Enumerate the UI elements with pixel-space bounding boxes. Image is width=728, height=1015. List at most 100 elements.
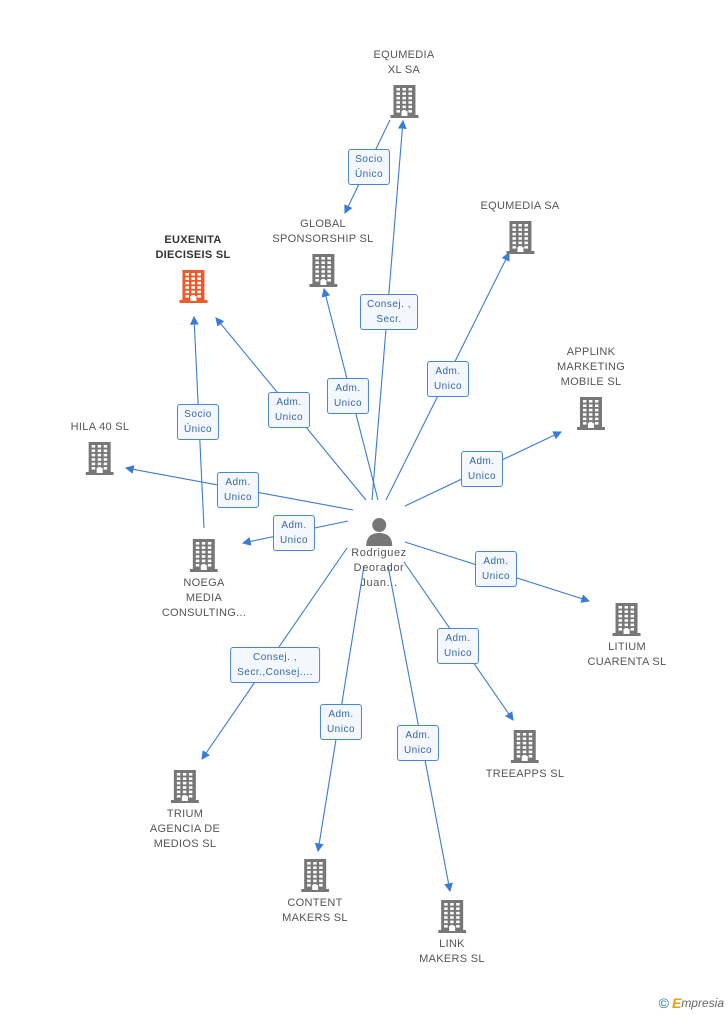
company-equmedia-sa[interactable]: EQUMEDIA SA <box>480 199 559 254</box>
company-label: MARKETING <box>556 361 626 373</box>
relation-tag-line: Secr.,Consej.... <box>237 667 313 678</box>
relation-tag[interactable]: Adm. Unico <box>319 704 363 740</box>
building-icon <box>419 899 485 933</box>
company-label: TRIUM <box>166 808 204 820</box>
company-euxenita[interactable]: EUXENITA DIECISEIS SL <box>155 233 230 303</box>
relation-tag-line: Unico <box>443 648 473 659</box>
building-icon <box>282 858 348 892</box>
company-noega[interactable]: NOEGA MEDIA CONSULTING... <box>162 538 246 621</box>
relation-tag-line: Adm. <box>281 520 307 531</box>
company-label: SPONSORSHIP SL <box>272 233 374 245</box>
relation-tag[interactable]: Socio Único <box>347 149 391 185</box>
relation-tag-line: Adm. <box>225 477 251 488</box>
relation-tag-line: Adm. <box>405 730 431 741</box>
relation-tag-line: Adm. <box>469 456 495 467</box>
company-label: EQUMEDIA <box>373 49 435 61</box>
relation-tag-line: Único <box>183 424 213 435</box>
building-icon <box>71 441 130 475</box>
company-applink[interactable]: APPLINK MARKETING MOBILE SL <box>557 345 625 430</box>
relation-tag[interactable]: Adm. Unico <box>460 451 504 487</box>
relation-tag-line: Adm. <box>335 383 361 394</box>
relation-tag[interactable]: Socio Único <box>176 404 220 440</box>
company-label: AGENCIA DE <box>149 823 221 835</box>
copyright-icon: © <box>658 995 669 1011</box>
company-label: EUXENITA <box>164 234 222 246</box>
relation-tag-line: Unico <box>326 724 356 735</box>
company-label: XL SA <box>387 64 421 76</box>
building-icon <box>588 602 667 636</box>
relation-tag-line: Unico <box>433 381 463 392</box>
relation-tag-line: Unico <box>467 471 497 482</box>
relation-tag-line: Unico <box>481 571 511 582</box>
building-icon <box>480 220 559 254</box>
person-node[interactable]: Rodriguez Deorador Juan... <box>351 516 407 591</box>
person-name-line-2: Deorador <box>353 562 405 574</box>
company-treeapps[interactable]: TREEAPPS SL <box>486 729 565 782</box>
relation-tag-line: Adm. <box>276 397 302 408</box>
relation-tag-line: Unico <box>223 492 253 503</box>
brand-name: mpresia <box>681 996 724 1010</box>
company-label: MEDIOS SL <box>153 838 217 850</box>
company-label: LINK <box>439 938 465 950</box>
relation-tag[interactable]: Adm. Unico <box>216 472 260 508</box>
company-label: GLOBAL <box>300 218 346 230</box>
person-name-line-1: Rodriguez <box>351 547 407 559</box>
building-icon <box>373 84 434 118</box>
building-icon <box>155 269 230 303</box>
company-label: CUARENTA SL <box>587 656 667 668</box>
building-icon <box>272 253 373 287</box>
building-icon <box>486 729 565 763</box>
relation-tag-line: Unico <box>279 535 309 546</box>
building-icon <box>162 538 246 572</box>
company-label: NOEGA <box>183 577 225 589</box>
relation-tag-line: Adm. <box>483 556 509 567</box>
relation-tag[interactable]: Adm. Unico <box>426 361 470 397</box>
person-icon <box>365 518 392 546</box>
relation-tag-line: Adm. <box>435 366 461 377</box>
relation-tag-line: Único <box>354 169 384 180</box>
relation-tag-line: Unico <box>403 745 433 756</box>
relation-tag-line: Consej. , <box>253 652 297 663</box>
company-global-sponsorship[interactable]: GLOBAL SPONSORSHIP SL <box>272 217 373 287</box>
company-content-makers[interactable]: CONTENT MAKERS SL <box>282 858 348 926</box>
relation-tag-line: Secr. <box>376 314 402 325</box>
relation-tag-line: Socio <box>355 154 383 165</box>
company-hila40[interactable]: HILA 40 SL <box>71 420 130 475</box>
relation-tag[interactable]: Adm. Unico <box>326 378 370 414</box>
relation-tag[interactable]: Consej. , Secr. <box>360 294 418 330</box>
company-label: LITIUM <box>608 641 646 653</box>
company-equmedia-xl[interactable]: EQUMEDIA XL SA <box>373 48 434 118</box>
company-label: DIECISEIS SL <box>155 249 231 261</box>
company-label: HILA 40 SL <box>70 421 130 433</box>
brand-initial: E <box>671 995 682 1011</box>
relation-tag-line: Consej. , <box>367 299 411 310</box>
company-label: MAKERS SL <box>282 912 348 924</box>
building-icon <box>150 769 220 803</box>
person-name-line-3: Juan... <box>360 577 398 589</box>
relation-tag-line: Unico <box>333 398 363 409</box>
company-label: MEDIA <box>185 592 223 604</box>
relation-tag[interactable]: Adm. Unico <box>396 725 440 761</box>
company-label: MOBILE SL <box>560 376 622 388</box>
relation-tag[interactable]: Adm. Unico <box>267 392 311 428</box>
relation-tag[interactable]: Consej. , Secr.,Consej.... <box>230 647 320 683</box>
company-label: MAKERS SL <box>419 953 485 965</box>
company-trium[interactable]: TRIUM AGENCIA DE MEDIOS SL <box>150 769 220 852</box>
relation-tag-line: Unico <box>274 412 304 423</box>
company-litium[interactable]: LITIUM CUARENTA SL <box>588 602 667 670</box>
company-label: CONTENT <box>287 897 343 909</box>
relation-tag-line: Adm. <box>445 633 471 644</box>
company-label: TREEAPPS SL <box>485 768 565 780</box>
relation-tag-line: Adm. <box>328 709 354 720</box>
company-label: EQUMEDIA SA <box>480 200 560 212</box>
relation-tag[interactable]: Adm. Unico <box>436 628 480 664</box>
relation-tag-line: Socio <box>184 409 212 420</box>
company-link-makers[interactable]: LINK MAKERS SL <box>419 899 485 967</box>
relation-tag[interactable]: Adm. Unico <box>272 515 316 551</box>
company-label: APPLINK <box>566 346 616 358</box>
relation-tag[interactable]: Adm. Unico <box>474 551 518 587</box>
building-icon <box>557 396 625 430</box>
company-label: CONSULTING... <box>161 607 247 619</box>
